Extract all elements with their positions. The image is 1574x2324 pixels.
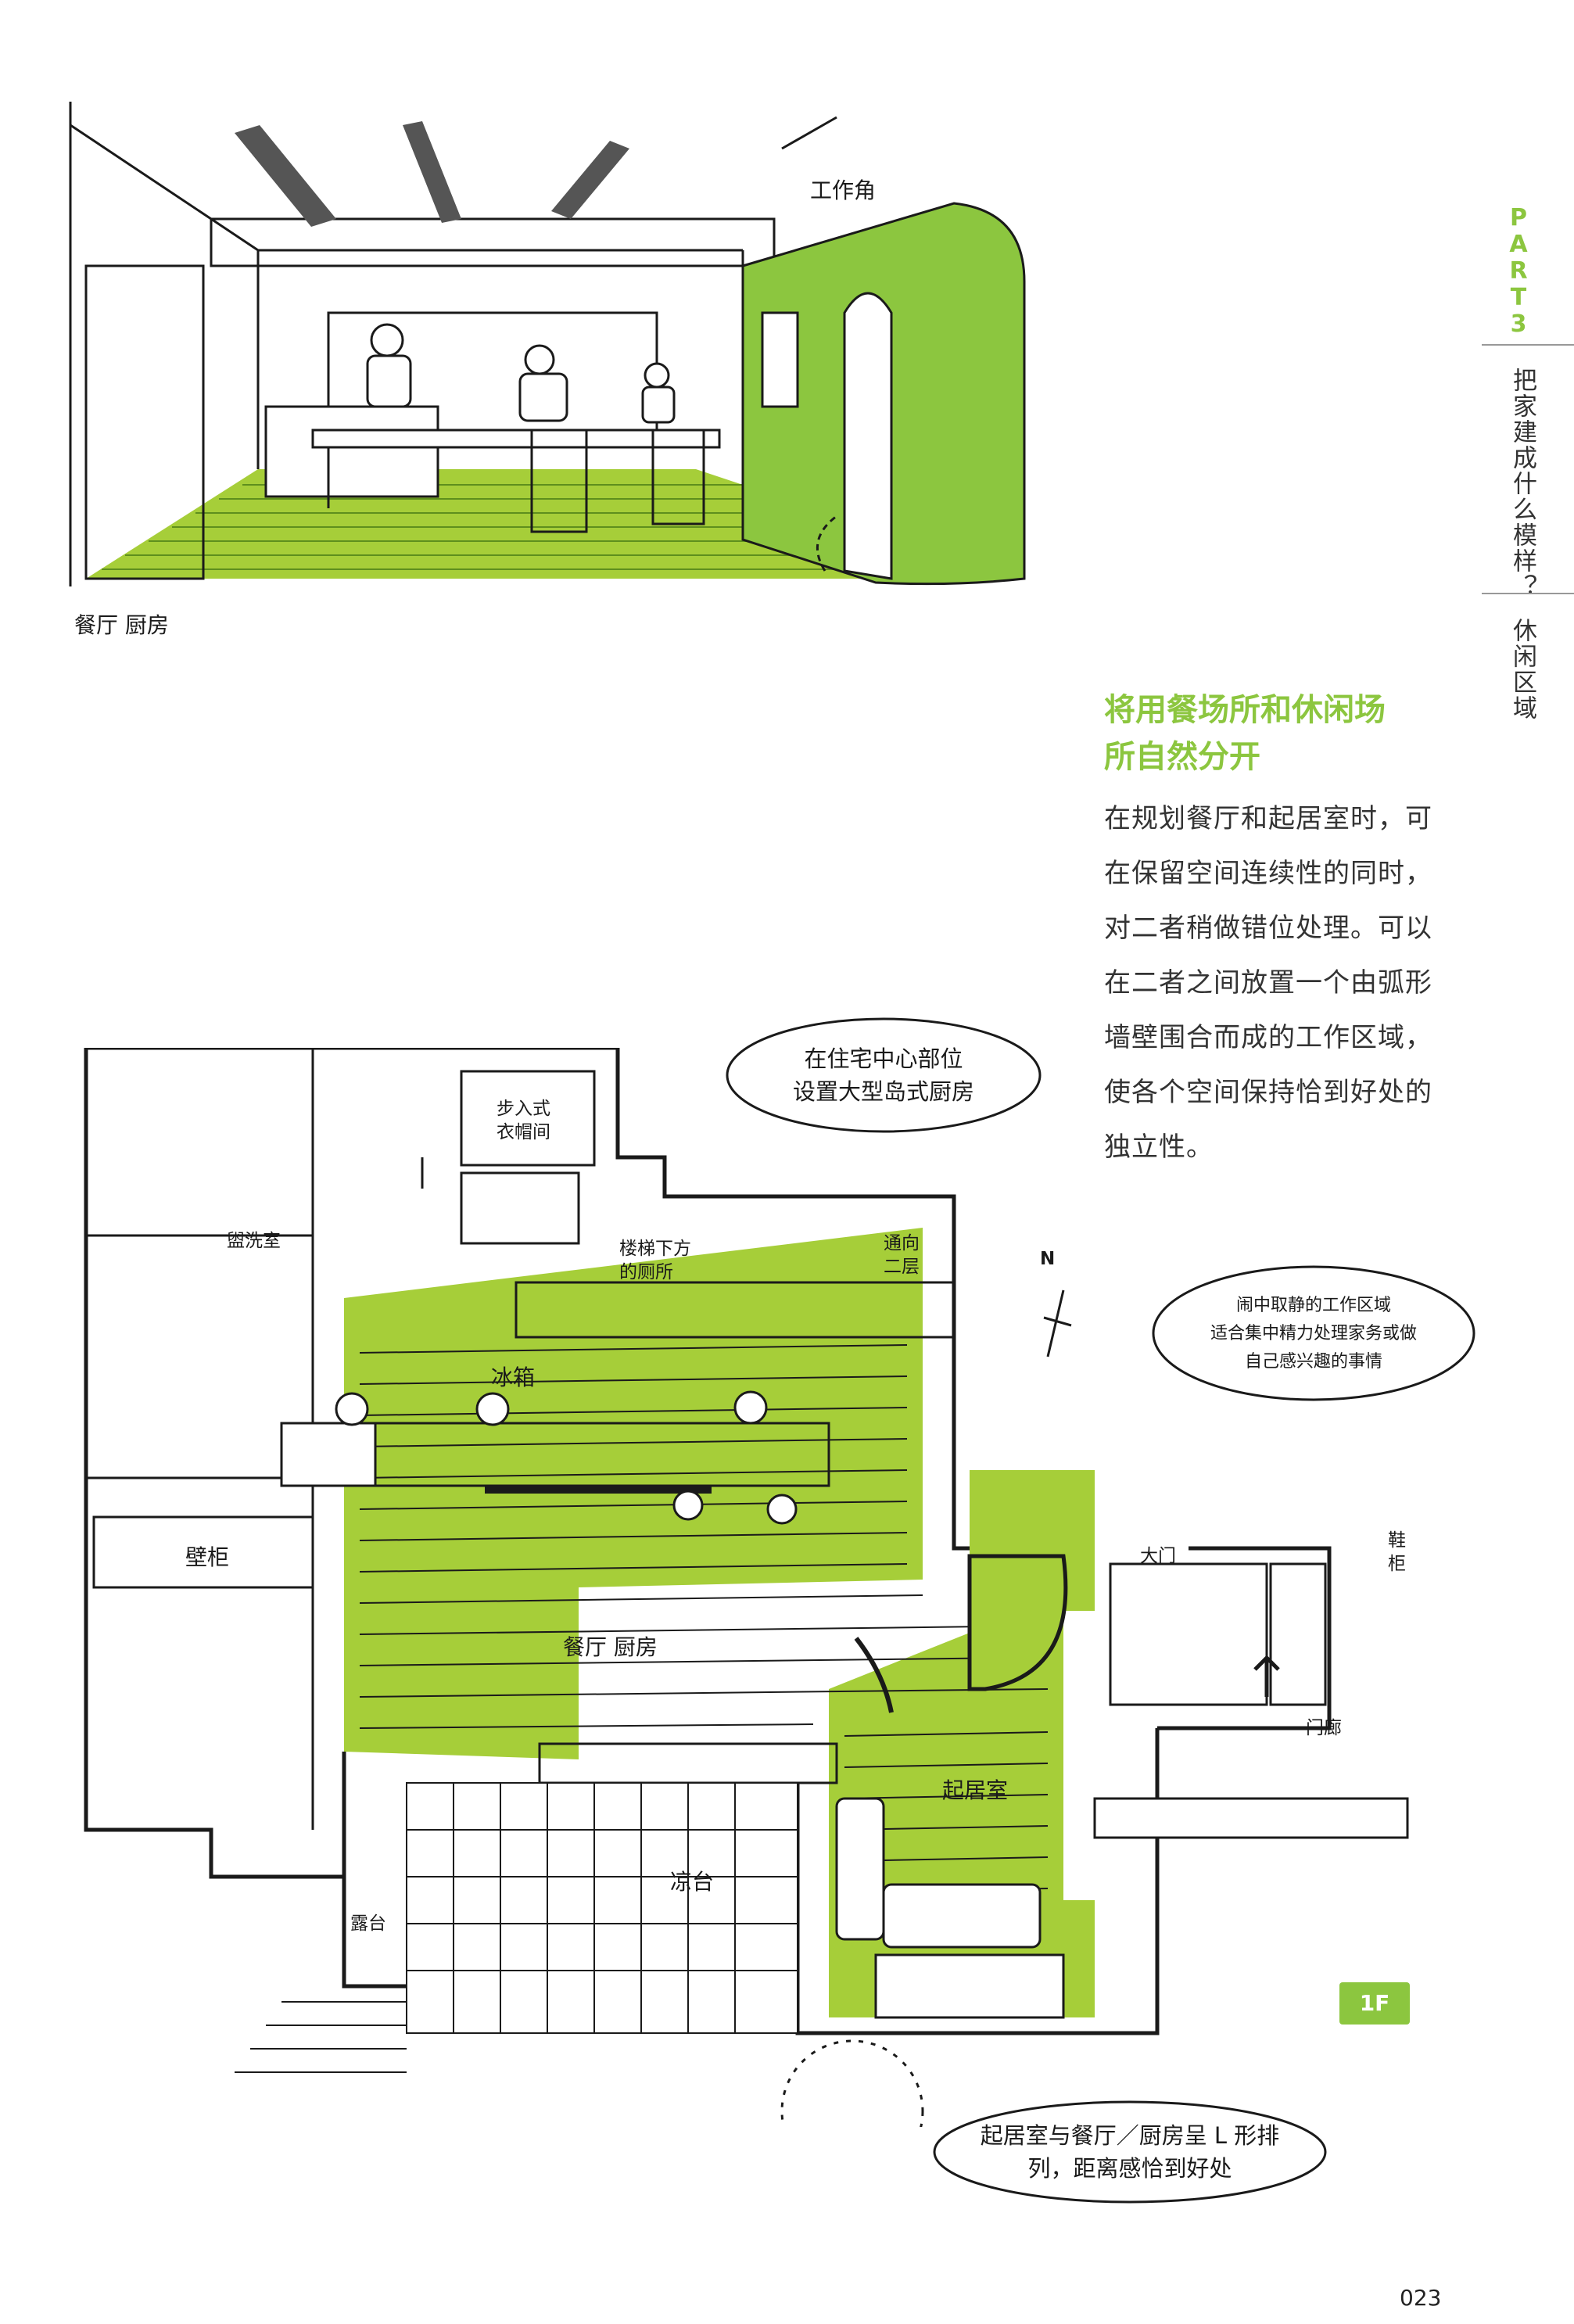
part-letter: P — [1510, 204, 1527, 231]
part-number: 3 — [1510, 310, 1527, 338]
work-corner-plan — [967, 1554, 1068, 1691]
closet-label: 壁柜 — [185, 1544, 230, 1570]
island-shadow — [485, 1486, 712, 1494]
part-letter: A — [1509, 231, 1528, 258]
people — [366, 323, 676, 424]
floor-plan — [84, 1048, 1409, 2127]
living-room-label: 起居室 — [942, 1777, 1009, 1803]
living-sofa — [835, 1797, 1065, 2019]
bubble-line: 适合集中精力处理家务或做 — [1210, 1324, 1417, 1343]
part-letter: R — [1509, 257, 1528, 285]
article-body: 在规划餐厅和起居室时，可在保留空间连续性的同时，对二者稍做错位处理。可以在二者之… — [1104, 803, 1432, 1163]
sidebar-divider — [1482, 593, 1574, 594]
page-number: 023 — [1400, 2285, 1442, 2311]
bubble-line: 列，距离感恰到好处 — [1027, 2155, 1232, 2182]
entrance-area — [1109, 1562, 1268, 1706]
heading-line: 所自然分开 — [1104, 739, 1260, 775]
label-line: 楼梯下方 — [619, 1239, 691, 1259]
part-letter: T — [1510, 284, 1527, 311]
bubble-line: 闹中取静的工作区域 — [1235, 1296, 1391, 1315]
porch-label: 门廊 — [1306, 1718, 1342, 1738]
shoe-cabinet — [1269, 1562, 1327, 1706]
veranda-tiles — [406, 1782, 798, 2034]
bubble-line: 设置大型岛式厨房 — [792, 1078, 974, 1105]
sketch-caption: 餐厅 厨房 — [74, 612, 169, 638]
heading-line: 将用餐场所和休闲场 — [1104, 692, 1386, 728]
speech-bubble-living — [933, 2100, 1327, 2204]
speech-bubble-island — [726, 1017, 1042, 1133]
speech-bubble-work — [1152, 1265, 1475, 1401]
section-title: 休闲区域 — [1508, 618, 1536, 721]
veranda-label: 凉台 — [670, 1869, 715, 1895]
work-corner-label: 工作角 — [810, 178, 877, 203]
label-line: 步入式 — [497, 1099, 550, 1119]
flow-arrow — [854, 1637, 894, 1713]
label-line: 二层 — [884, 1257, 920, 1277]
tree — [780, 2039, 924, 2127]
article-heading: 将用餐场所和休闲场 所自然分开 — [1104, 687, 1448, 780]
bubble-island-text: 在住宅中心部位 设置大型岛式厨房 — [735, 1042, 1032, 1108]
work-corner-arch — [843, 292, 893, 580]
diners — [335, 1390, 798, 1525]
toilet-label: 楼梯下方 的厕所 — [619, 1237, 691, 1284]
north-label: N — [1040, 1249, 1056, 1269]
window — [761, 311, 799, 408]
part-label: P A R T 3 — [1503, 205, 1534, 338]
dining-kitchen-sketch — [69, 102, 1026, 586]
ceiling-beams — [235, 121, 629, 227]
fridge-label: 冰箱 — [491, 1365, 536, 1390]
upstairs-label: 通向 二层 — [884, 1232, 920, 1279]
washroom-label: 盥洗室 — [227, 1231, 281, 1251]
entrance-label: 大门 — [1140, 1546, 1176, 1566]
dining-kitchen-label: 餐厅 厨房 — [563, 1634, 658, 1660]
sink-counter — [280, 1422, 377, 1487]
north-arrow — [1043, 1289, 1072, 1357]
bubble-living-text: 起居室与餐厅／厨房呈 L 形排 列，距离感恰到好处 — [946, 2119, 1314, 2185]
bubble-line: 起居室与餐厅／厨房呈 L 形排 — [980, 2122, 1280, 2149]
label-line: 衣帽间 — [497, 1122, 550, 1142]
label-line: 通向 — [884, 1233, 920, 1253]
bubble-work-text: 闹中取静的工作区域 适合集中精力处理家务或做 自己感兴趣的事情 — [1156, 1292, 1472, 1376]
path-arrow — [816, 515, 837, 572]
bubble-line: 在住宅中心部位 — [804, 1045, 963, 1072]
kitchen-island — [264, 405, 721, 508]
terrace — [235, 2001, 407, 2073]
terrace-label: 露台 — [350, 1913, 386, 1934]
sidebar-divider — [1482, 344, 1574, 346]
walkin-closet-label: 步入式 衣帽间 — [497, 1097, 550, 1144]
chairs — [530, 429, 705, 533]
chapter-title: 把家建成什么模样？ — [1508, 368, 1536, 600]
bubble-line: 自己感兴趣的事情 — [1244, 1352, 1382, 1372]
shoe-cabinet-label: 鞋柜 — [1388, 1530, 1406, 1574]
floor-badge: 1F — [1339, 1982, 1410, 2025]
label-line: 的厕所 — [619, 1262, 673, 1282]
porch-slab — [1093, 1797, 1409, 1839]
porch-arrow — [1253, 1655, 1280, 1697]
